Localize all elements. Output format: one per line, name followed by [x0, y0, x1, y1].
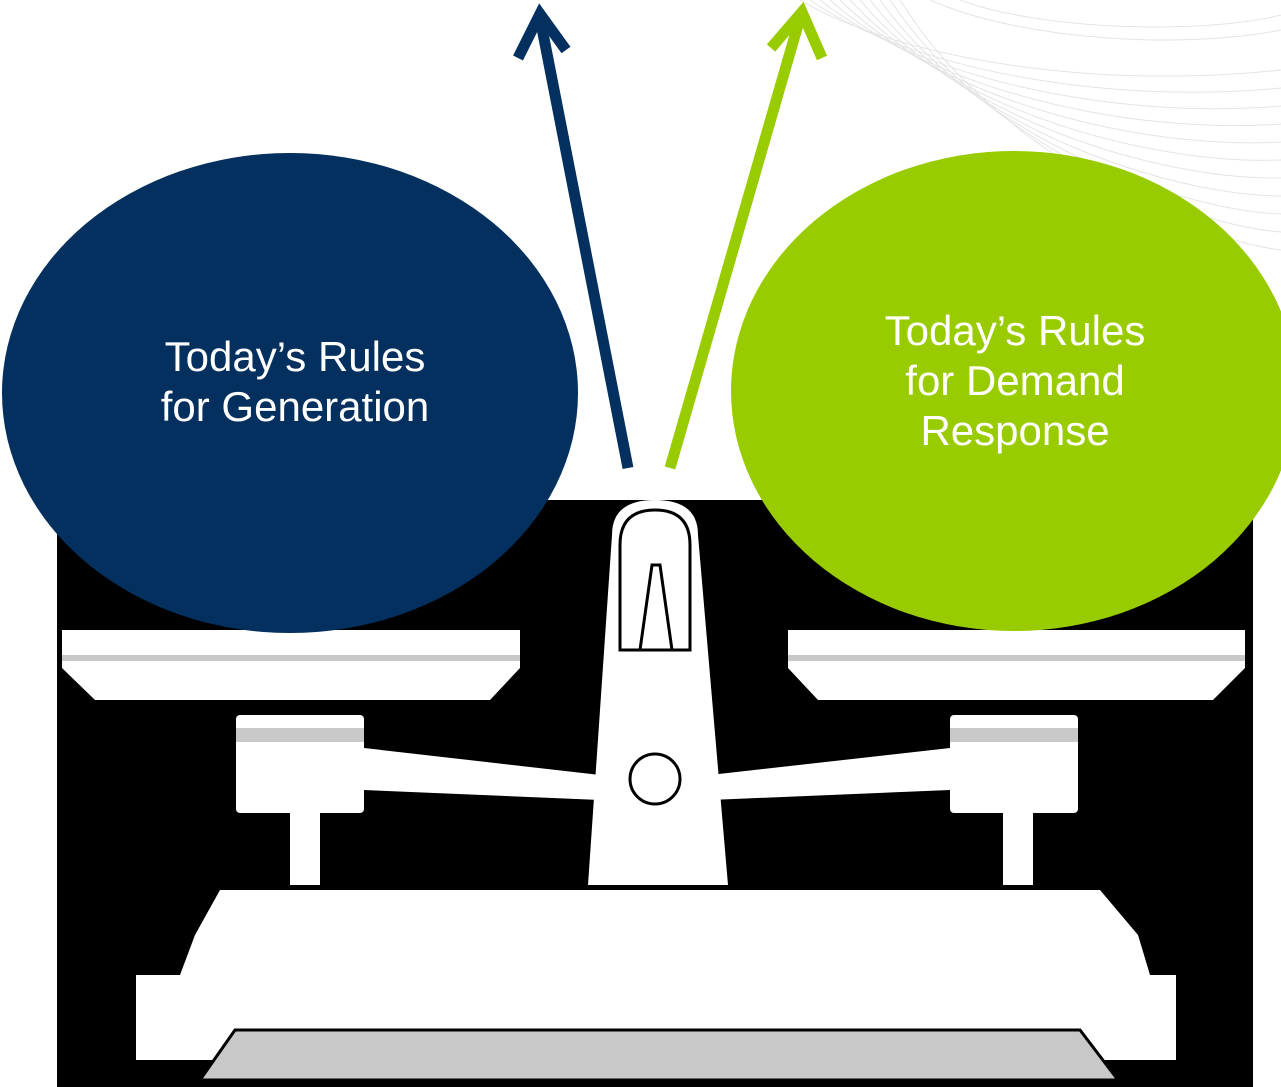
generation-bubble	[2, 153, 578, 633]
demand-label-line-3: Response	[920, 407, 1110, 454]
generation-bubble-label: Today’s Rules for Generation	[90, 332, 500, 432]
demand-response-bubble	[731, 151, 1281, 631]
demand-arrow-icon	[664, 1, 828, 470]
generation-arrow-icon	[513, 3, 634, 470]
demand-label-line-2: for Demand	[905, 357, 1125, 404]
demand-label-line-1: Today’s Rules	[884, 307, 1146, 354]
balance-scale-icon	[62, 500, 1245, 1087]
background-swirl	[799, 0, 1281, 251]
generation-label-line-2: for Generation	[160, 383, 430, 430]
demand-response-bubble-label: Today’s Rules for Demand Response	[810, 306, 1220, 456]
generation-label-line-1: Today’s Rules	[164, 333, 426, 380]
